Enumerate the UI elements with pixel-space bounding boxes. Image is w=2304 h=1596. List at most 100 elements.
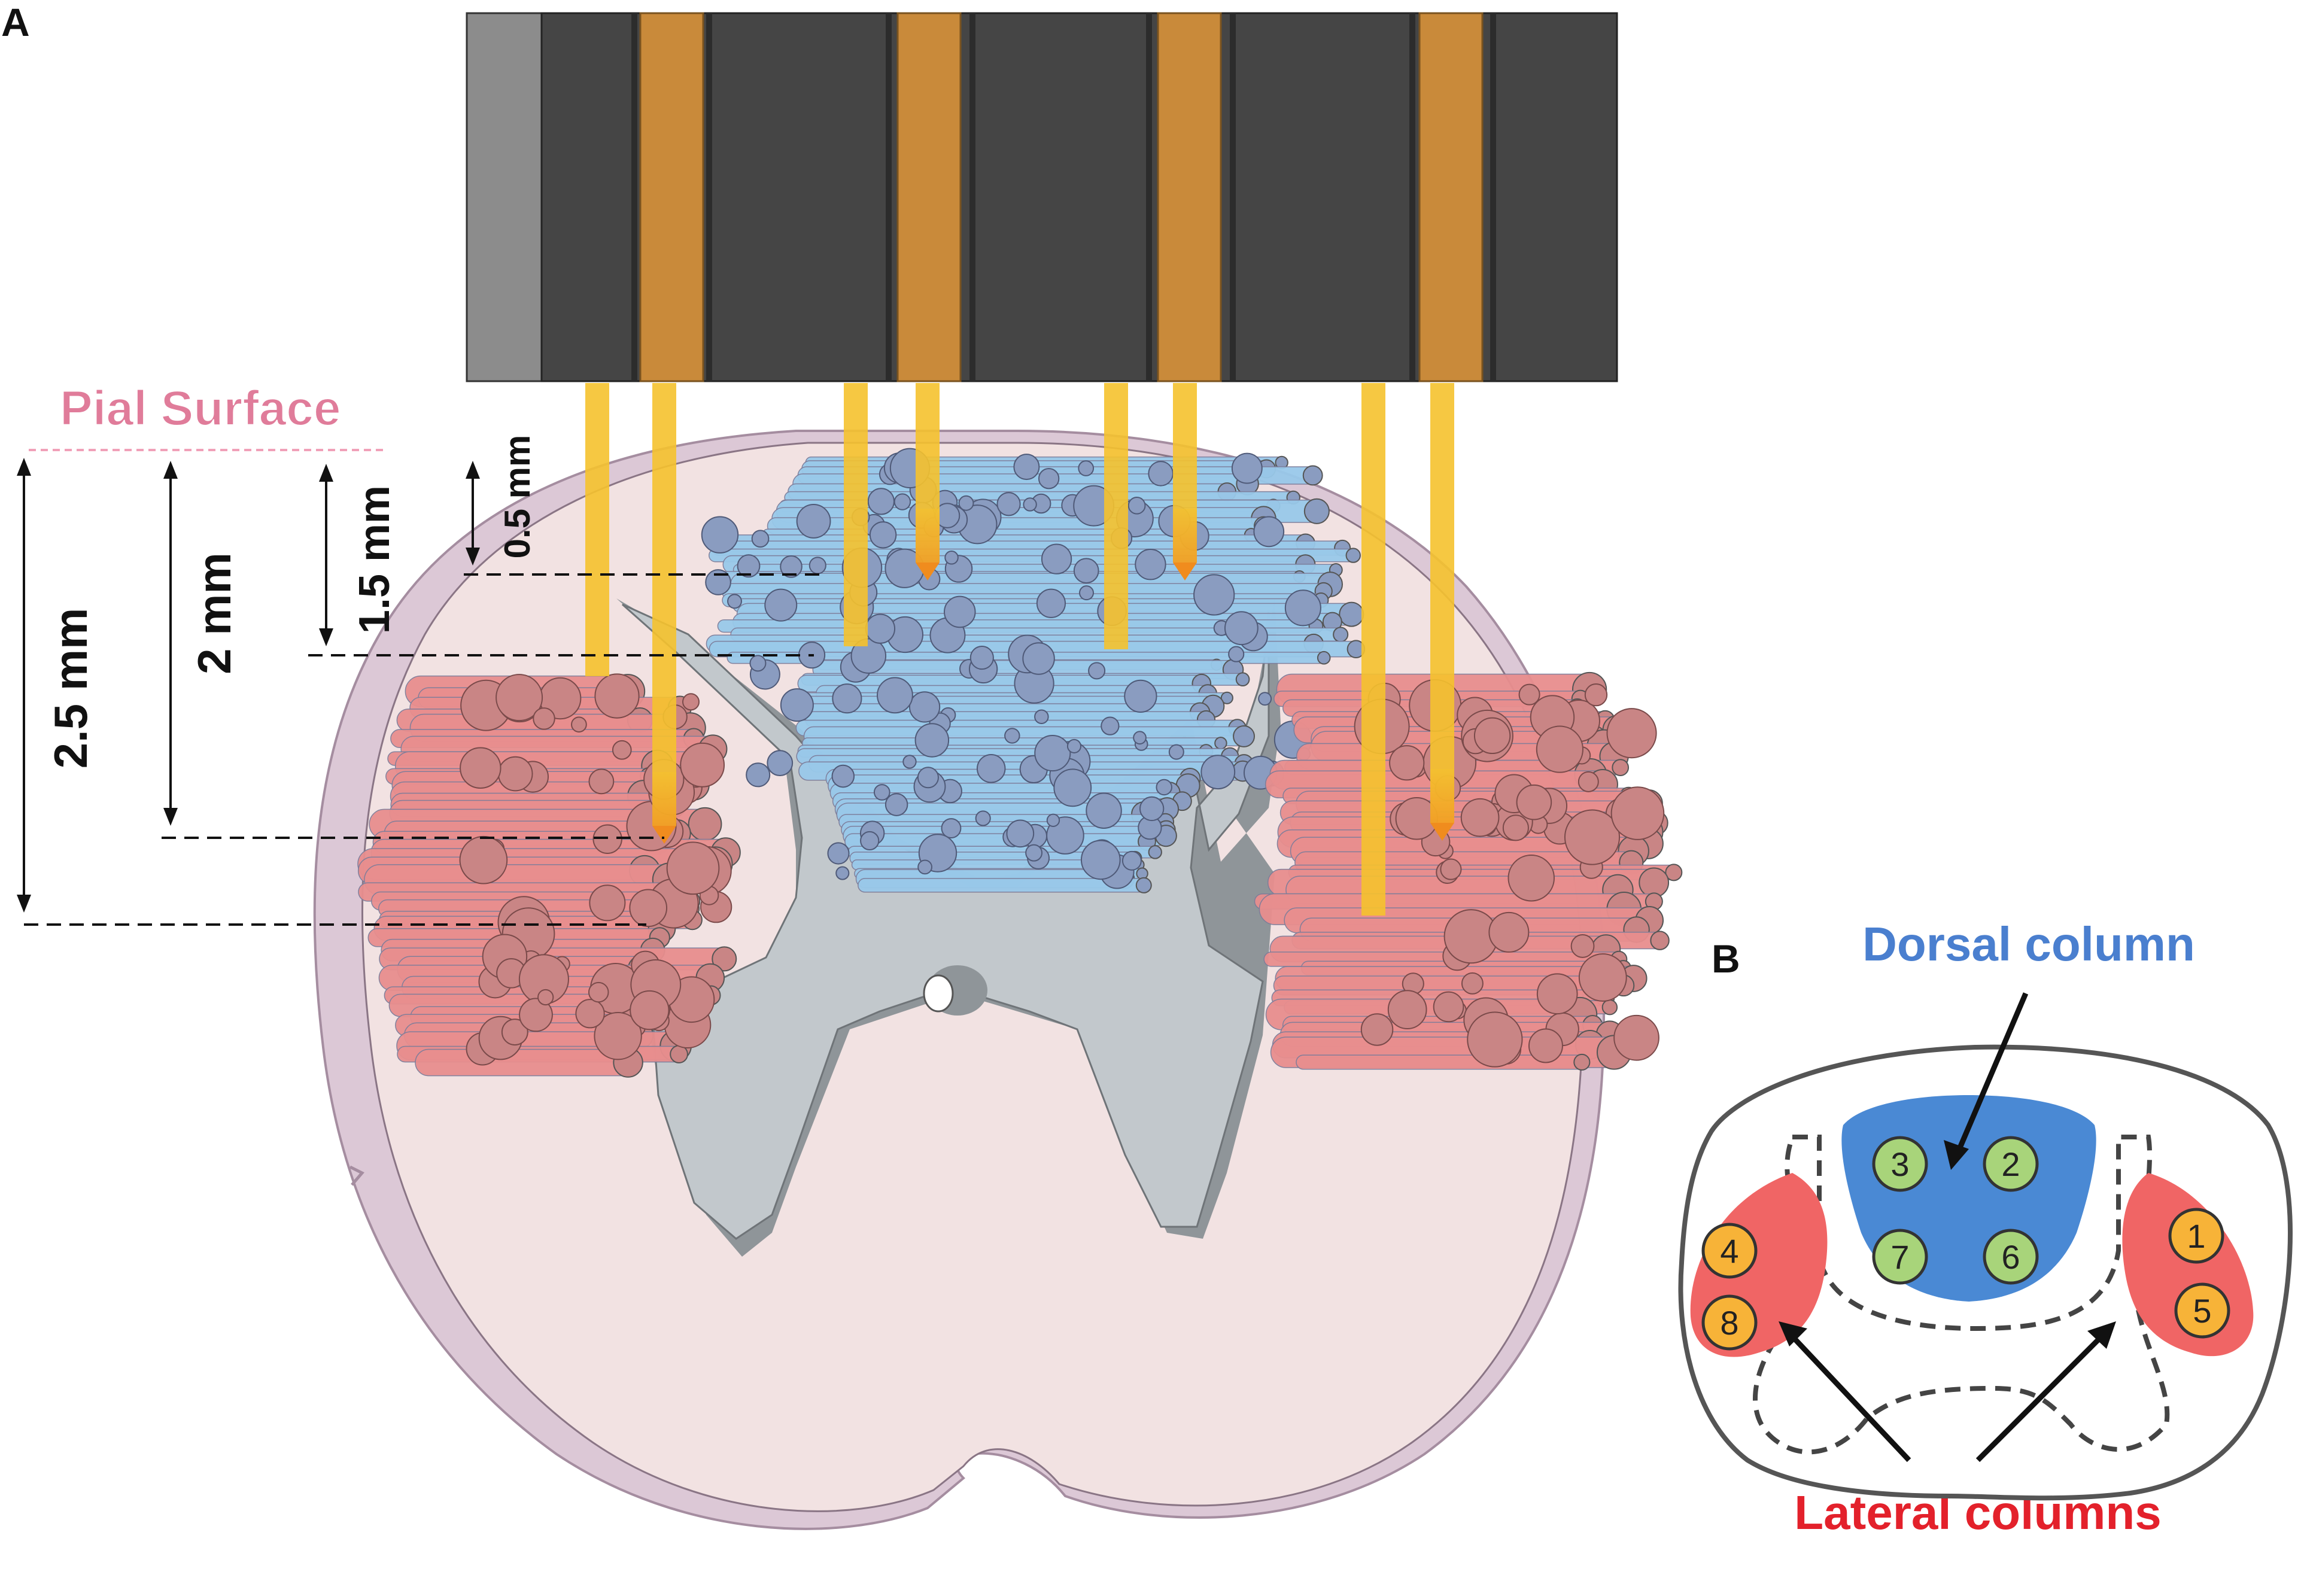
dorsal-arrow <box>1955 992 2029 1153</box>
fiber-end <box>867 488 895 515</box>
fiber-end <box>1053 768 1092 807</box>
electrode-number: 8 <box>1720 1304 1738 1342</box>
electrode-array <box>466 12 1618 382</box>
fiber-end <box>1467 1011 1523 1068</box>
fiber-end <box>682 693 700 711</box>
fiber-end <box>1034 734 1071 772</box>
fiber-end <box>808 557 826 574</box>
fiber-end <box>996 492 1021 516</box>
lateral-column-fibers-right <box>1254 671 1683 1071</box>
fiber-end <box>1066 738 1082 753</box>
fiber-end <box>1473 717 1511 755</box>
depth-marker-0-5mm: 0.5 mm <box>464 435 820 576</box>
depth-label-1-5mm: 1.5 mm <box>351 485 399 634</box>
electrode-number: 4 <box>1720 1232 1738 1270</box>
lateral-electrode-right: 5 <box>2174 1282 2230 1339</box>
fiber-end <box>780 688 814 722</box>
fiber-end <box>941 818 962 838</box>
fiber-end <box>850 638 887 674</box>
fiber-end <box>533 707 555 730</box>
fiber-end <box>688 807 722 841</box>
electrode-number: 7 <box>1890 1238 1909 1276</box>
dorsal-electrode: 6 <box>1983 1229 2039 1285</box>
fiber-end <box>1148 461 1174 487</box>
fiber-end <box>1612 759 1630 776</box>
fiber-end <box>1156 779 1172 796</box>
fiber-end <box>1078 585 1095 601</box>
fiber-end <box>1577 771 1599 792</box>
array-contact <box>1157 12 1222 382</box>
fiber-end <box>1488 911 1530 953</box>
shank-tip-shade <box>916 509 940 563</box>
fiber-end <box>1665 864 1683 881</box>
fiber-end <box>497 756 533 792</box>
fiber-end <box>902 755 917 769</box>
fiber-end <box>1389 745 1425 781</box>
fiber-end <box>1536 725 1583 773</box>
dorsal-electrode: 7 <box>1872 1229 1928 1285</box>
shank <box>1361 383 1385 916</box>
fiber-end <box>1168 744 1184 760</box>
array-end-cap <box>466 12 543 382</box>
fiber-end <box>1127 496 1146 515</box>
fiber-end <box>1518 683 1540 706</box>
fiber-end <box>1570 934 1595 958</box>
fiber-end <box>796 504 831 539</box>
fiber-end <box>908 691 941 723</box>
fiber-end <box>1148 845 1162 859</box>
fiber-end <box>917 859 932 875</box>
lateral-electrode-right: 1 <box>2168 1208 2224 1264</box>
fiber-end <box>1360 1013 1394 1046</box>
array-contact <box>896 12 962 382</box>
shank-tip <box>652 826 676 844</box>
fiber-end <box>1200 755 1236 790</box>
dorsal-electrode: 2 <box>1983 1136 2039 1192</box>
fiber-end <box>1004 728 1020 744</box>
fiber-end <box>1023 497 1037 512</box>
fiber-end <box>1135 549 1166 580</box>
shank-tip <box>916 563 940 580</box>
electrode-number: 5 <box>2193 1292 2211 1330</box>
fiber-end <box>1086 792 1122 829</box>
fiber-end <box>594 1011 642 1060</box>
depth-marker-2mm: 2 mm <box>162 461 664 839</box>
gray-matter <box>616 598 1281 1257</box>
fiber-end <box>1080 840 1121 880</box>
fiber-end <box>1022 642 1055 675</box>
fiber-end <box>630 990 670 1030</box>
fiber-end <box>589 884 626 922</box>
fiber-end <box>575 999 605 1029</box>
fiber-end <box>1345 548 1361 563</box>
fiber-end <box>1507 854 1555 902</box>
fiber-end <box>944 551 959 565</box>
fiber-end <box>1220 691 1233 704</box>
fiber-end <box>1046 813 1060 827</box>
pial-surface-label: Pial Surface <box>60 381 341 436</box>
fiber-end <box>1078 460 1095 476</box>
fiber-end <box>519 998 553 1032</box>
array-contact <box>1418 12 1484 382</box>
depth-label-2-5mm: 2.5 mm <box>44 608 97 769</box>
fiber-end <box>1224 611 1259 646</box>
fiber-end <box>764 588 798 622</box>
fiber-end <box>1133 731 1147 745</box>
fiber-end <box>860 831 880 851</box>
fiber-end <box>1025 844 1043 862</box>
fiber-end <box>893 493 911 510</box>
electrode-number: 2 <box>2001 1145 2020 1183</box>
panel-a-letter: A <box>1 0 30 44</box>
fiber-end <box>1034 709 1049 724</box>
fiber-end <box>1339 601 1364 627</box>
fiber-end <box>865 613 896 644</box>
fiber-end <box>588 768 615 795</box>
shank <box>585 383 609 676</box>
fiber-end <box>571 716 587 733</box>
fiber-end <box>873 784 890 801</box>
electrode-shanks <box>585 383 1454 916</box>
fiber-end <box>1139 796 1165 822</box>
fiber-end <box>1038 467 1060 490</box>
fiber-end <box>884 793 908 816</box>
